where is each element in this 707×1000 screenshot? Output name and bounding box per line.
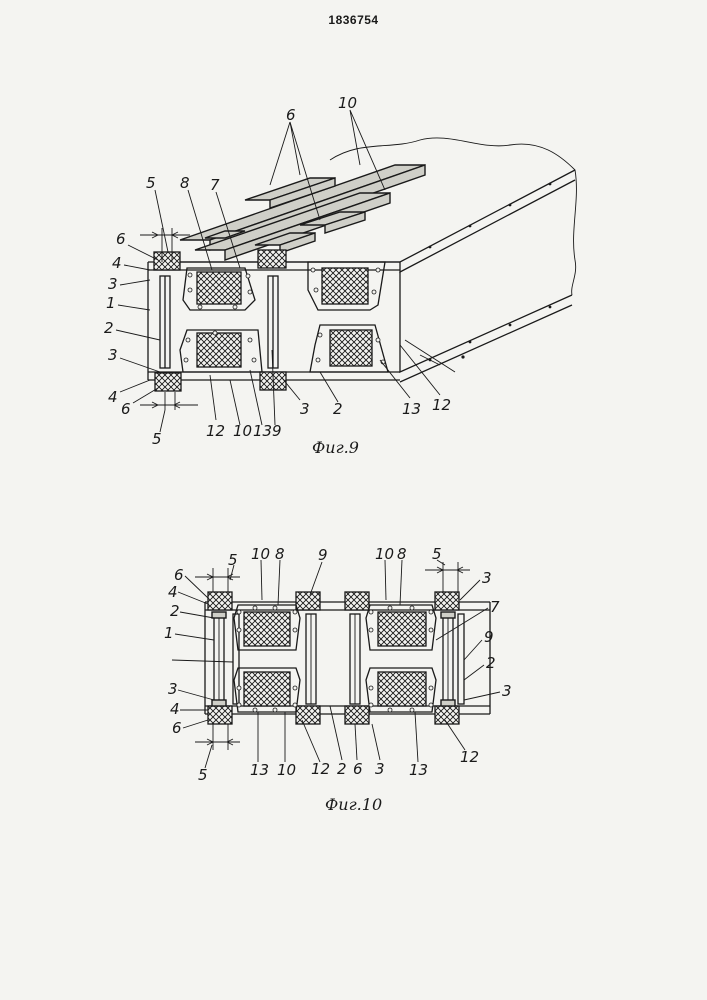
fig9-label-12-a: 12 <box>206 422 225 440</box>
fig10-label-1: 1 <box>164 624 174 642</box>
fig10-label-5-tr: 5 <box>432 545 442 563</box>
fig9-label-4-left: 4 <box>112 254 122 272</box>
fig9-label-2-left: 2 <box>104 319 114 337</box>
fig10-label-13-a: 13 <box>250 761 269 779</box>
fig10-label-7: 7 <box>490 598 500 616</box>
fig10-label-3-br: 3 <box>502 682 512 700</box>
fig10-label-12-a: 12 <box>311 760 330 778</box>
fig10-label-2-r: 2 <box>486 654 496 672</box>
figure-10: 5 10 8 9 10 8 5 3 7 9 2 3 6 4 2 1 3 4 6 … <box>164 545 512 814</box>
fig9-label-8: 8 <box>180 174 190 192</box>
fig10-label-2-m: 2 <box>337 760 347 778</box>
fig9-label-9: 9 <box>272 422 282 440</box>
fig9-label-10-top: 10 <box>338 94 357 112</box>
fig10-label-8-a: 8 <box>275 545 285 563</box>
fig9-label-13-b: 13 <box>402 400 421 418</box>
fig9-label-3-low: 3 <box>108 346 118 364</box>
fig10-insulation-blocks <box>234 605 436 712</box>
fig10-label-4-tl: 4 <box>168 583 178 601</box>
fig9-label-12-b: 12 <box>432 396 451 414</box>
fig10-label-6-bl: 6 <box>172 719 182 737</box>
fig10-label-9-a: 9 <box>318 546 328 564</box>
fig10-label-13-b: 13 <box>409 761 428 779</box>
fig10-label-6-tl: 6 <box>174 566 184 584</box>
fig9-label-4-low: 4 <box>108 388 118 406</box>
figure-9: 6 10 5 8 7 6 4 3 1 2 3 4 6 5 12 10 13 9 … <box>104 94 576 457</box>
fig10-label-8-b: 8 <box>397 545 407 563</box>
fig10-label-12-b: 12 <box>460 748 479 766</box>
fig9-label-5-top: 5 <box>146 174 156 192</box>
fig9-label-2-mid: 2 <box>333 400 343 418</box>
fig9-label-5-low: 5 <box>152 430 162 448</box>
fig10-label-10-b: 10 <box>375 545 394 563</box>
fig9-label-7: 7 <box>210 176 220 194</box>
fig10-label-10-a: 10 <box>251 545 270 563</box>
fig10-label-3-tr: 3 <box>482 569 492 587</box>
fig9-label-10-b: 10 <box>233 422 252 440</box>
fig10-label-9-b: 9 <box>484 628 494 646</box>
fig9-pads <box>154 250 286 391</box>
fig9-label-6-low: 6 <box>121 400 131 418</box>
fig9-label-3-mid: 3 <box>300 400 310 418</box>
fig10-label-4-bl: 4 <box>170 700 180 718</box>
fig10-label-3-m: 3 <box>375 760 385 778</box>
fig10-caption: Фиг.10 <box>325 795 382 814</box>
fig9-label-6-left: 6 <box>116 230 126 248</box>
fig9-label-1: 1 <box>106 294 116 312</box>
fig10-label-3-bl: 3 <box>168 680 178 698</box>
fig10-label-5-tl: 5 <box>228 551 238 569</box>
fig9-label-3-left: 3 <box>108 275 118 293</box>
fig9-label-6-top: 6 <box>286 106 296 124</box>
fig10-label-5-bl: 5 <box>198 766 208 784</box>
fig9-caption: Фиг.9 <box>312 438 359 457</box>
fig9-insulation-blocks <box>180 262 388 372</box>
fig10-label-10-c: 10 <box>277 761 296 779</box>
fig10-label-2-tl: 2 <box>170 602 180 620</box>
fig10-label-6-m: 6 <box>353 760 363 778</box>
fig9-label-13-a: 13 <box>253 422 272 440</box>
